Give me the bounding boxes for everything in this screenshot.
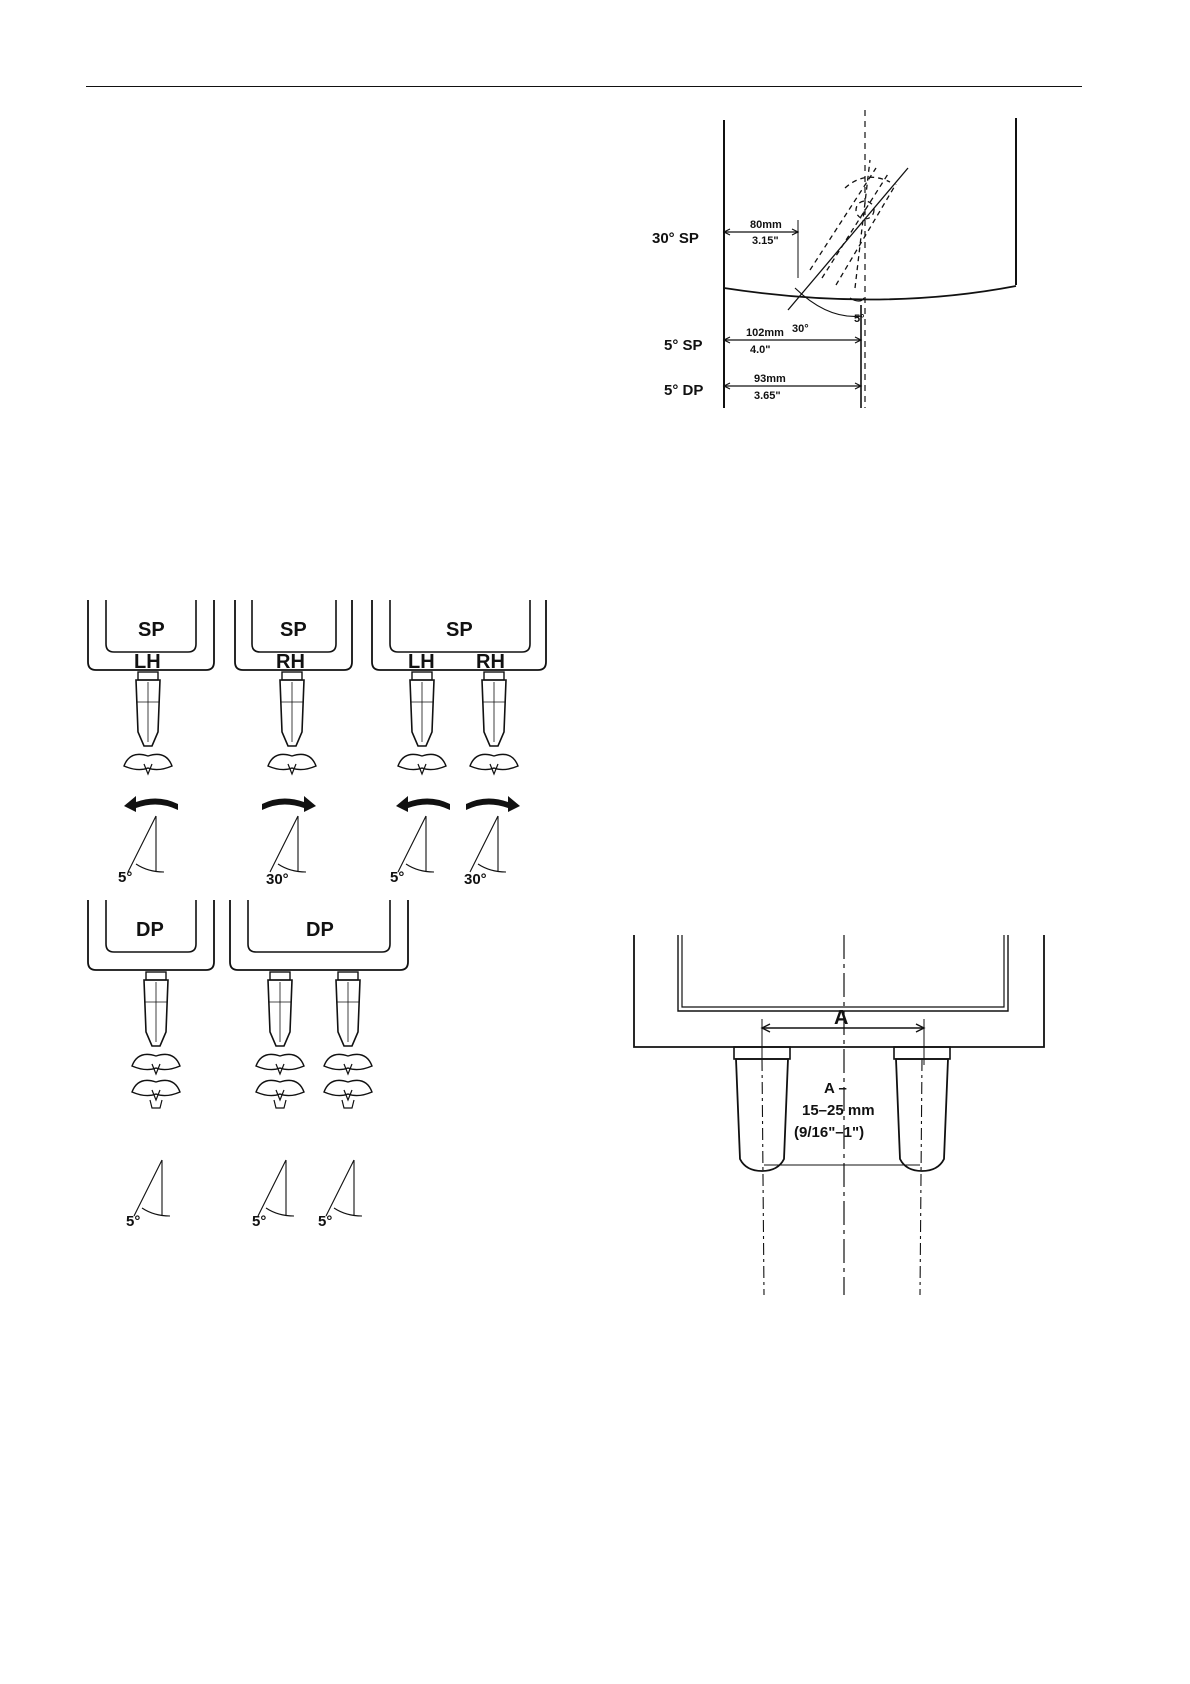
twin-leg-left [734,1047,790,1295]
config-sp-lh: SP LH 5° [88,600,214,886]
sp-twin-right-label: RH [476,651,505,673]
sp-lh-side-label: LH [134,651,161,673]
sp-twin-left-label: LH [408,651,435,673]
sp-rh-side-label: RH [276,651,305,673]
sp-twin-right-angle: 30° [464,871,487,888]
sp-rh-top-label: SP [280,619,307,641]
dp-twin-left-angle: 5° [252,1213,266,1230]
angle-5-label: 5° [854,313,865,325]
twin-spacing-figure: A A – 15–25 mm (9/16"–1") [628,935,1068,1305]
sp-twin-left-angle: 5° [390,869,404,886]
row-label-5-dp: 5° DP [664,382,703,399]
header-rule [86,86,1082,87]
sp-twin-top-label: SP [446,619,473,641]
dim-102-in: 4.0" [750,344,771,356]
dim-93-in: 3.65" [754,390,781,402]
dp-twin-right-angle: 5° [318,1213,332,1230]
dp-single-top-label: DP [136,919,164,941]
row-label-30-sp: 30° SP [652,230,699,247]
dp-single-angle: 5° [126,1213,140,1230]
row-label-5-sp: 5° SP [664,337,703,354]
dim-80-mm: 80mm [750,219,782,231]
dp-twin-top-label: DP [306,919,334,941]
dim-80-in: 3.15" [752,235,779,247]
twin-leg-right [894,1047,950,1295]
note-line-3: (9/16"–1") [794,1124,864,1141]
sp-lh-angle: 5° [118,869,132,886]
transom-dimension-figure: 30° SP 5° SP 5° DP 80mm 3.15" 102mm 4.0"… [650,110,1070,410]
angle-30-label: 30° [792,323,809,335]
config-sp-rh: SP RH 30° [235,600,352,888]
dim-a-label: A [834,1007,848,1029]
config-dp-single: DP 5° [88,900,214,1230]
sp-rh-angle: 30° [266,871,289,888]
sp-lh-top-label: SP [138,619,165,641]
note-line-1: A – [824,1080,847,1097]
leg-configurations-figure: SP LH 5° SP RH 30° SP LH RH 5° 30° [80,600,570,1250]
dim-93-mm: 93mm [754,373,786,385]
note-line-2: 15–25 mm [802,1102,875,1119]
config-sp-twin: SP LH RH 5° 30° [372,600,546,888]
config-dp-twin: DP 5° 5° [230,900,408,1230]
dim-102-mm: 102mm [746,327,784,339]
